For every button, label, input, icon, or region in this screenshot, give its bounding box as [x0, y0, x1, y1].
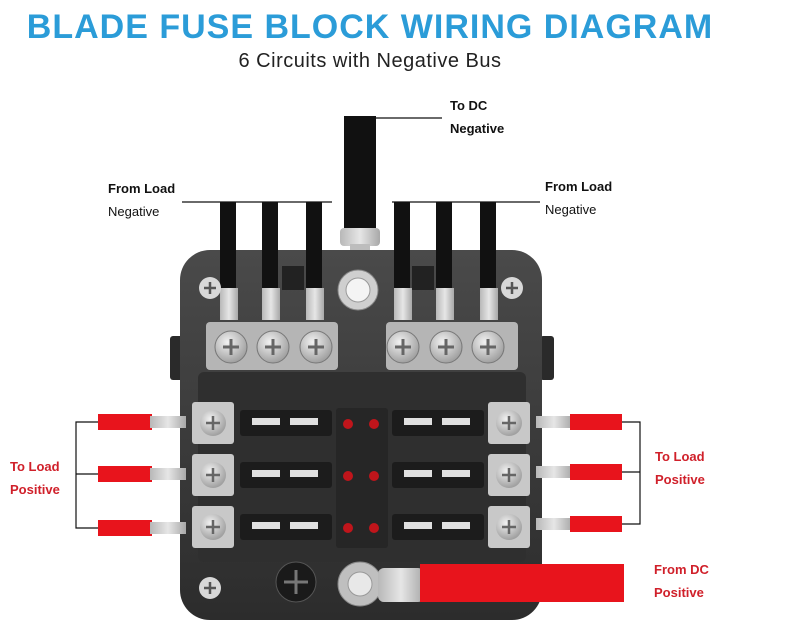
mount-screw-icon	[501, 277, 523, 299]
label-from-load-negative-right: From Load Negative	[545, 179, 613, 217]
bus-screw-icon	[256, 330, 290, 364]
fuse-slot	[392, 410, 484, 436]
label-to-load-positive-right: To Load Positive	[655, 449, 705, 487]
negative-bus-screws	[214, 330, 505, 364]
negative-stud-icon	[337, 269, 379, 311]
label-to-load-positive-left: To Load Positive	[10, 459, 60, 497]
bus-screw-icon	[429, 330, 463, 364]
diagram-title: BLADE FUSE BLOCK WIRING DIAGRAM	[26, 8, 714, 46]
fuse-slots	[240, 410, 484, 540]
bus-screw-icon	[471, 330, 505, 364]
fuse-slot	[392, 462, 484, 488]
dc-positive-wire	[337, 561, 624, 607]
bus-screw-icon	[386, 330, 420, 364]
mount-screw-icon	[199, 277, 221, 299]
terminal-screw-icon	[200, 410, 226, 436]
label-from-dc-positive: From DC Positive	[654, 562, 709, 600]
terminal-screw-icon	[496, 514, 522, 540]
label-to-dc-negative: To DC Negative	[450, 98, 505, 136]
negative-wire-4	[394, 202, 412, 320]
terminal-screw-icon	[496, 462, 522, 488]
dc-negative-wire	[340, 116, 380, 258]
load-positive-wires-left	[75, 414, 186, 536]
bus-screw-icon	[299, 330, 333, 364]
fuse-slot	[240, 462, 332, 488]
negative-wire-1	[220, 202, 238, 320]
load-negative-wires	[220, 202, 498, 320]
fuse-slot	[240, 514, 332, 540]
negative-wire-2	[262, 202, 280, 320]
load-positive-wires-right	[536, 414, 641, 532]
mounting-holes	[199, 277, 523, 599]
diagram-subtitle: 6 Circuits with Negative Bus	[238, 50, 502, 72]
fuse-slot	[392, 514, 484, 540]
mount-screw-icon	[199, 577, 221, 599]
terminal-screw-icon	[200, 514, 226, 540]
negative-wire-5	[436, 202, 454, 320]
terminal-screw-icon	[496, 410, 522, 436]
negative-post-icon	[275, 561, 317, 603]
negative-wire-3	[306, 202, 324, 320]
positive-output-terminals	[192, 402, 530, 548]
negative-wire-6	[480, 202, 498, 320]
terminal-screw-icon	[200, 462, 226, 488]
bus-screw-icon	[214, 330, 248, 364]
label-from-load-negative-left: From Load Negative	[108, 181, 176, 219]
fuse-indicator-leds	[343, 419, 379, 533]
fuse-slot	[240, 410, 332, 436]
